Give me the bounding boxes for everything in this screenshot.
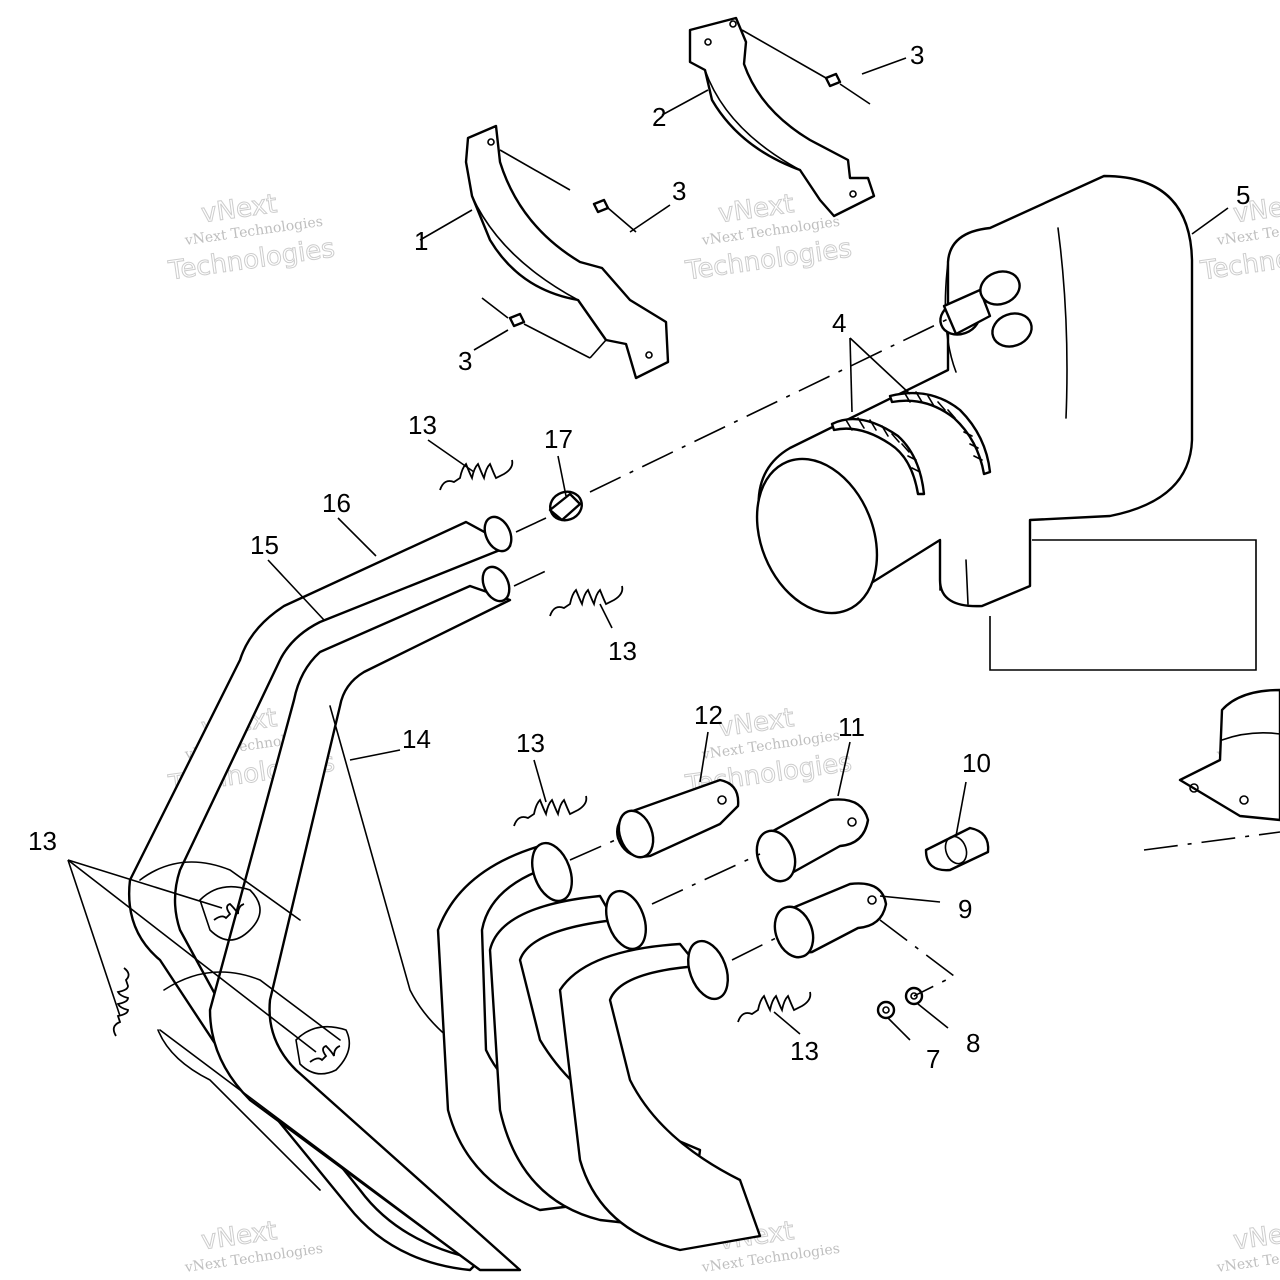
callout-10: 10 — [962, 748, 991, 778]
watermark-text: vNext — [1231, 1216, 1280, 1256]
part-2-bracket[interactable] — [688, 16, 876, 218]
callout-numbers: 1 2 3 3 3 4 5 7 8 9 10 11 12 13 13 13 13… — [28, 40, 1250, 1074]
part-4-clamps[interactable] — [830, 391, 992, 496]
part-3-fasteners[interactable] — [481, 29, 871, 359]
callout-7: 7 — [926, 1044, 940, 1074]
part-7-8-nut-washer[interactable] — [876, 986, 924, 1020]
center-lines — [513, 317, 1280, 997]
watermark-9: vNext vNext Technologies — [1215, 1216, 1280, 1277]
callout-8: 8 — [966, 1028, 980, 1058]
callout-2: 2 — [652, 102, 666, 132]
callout-3: 3 — [672, 176, 686, 206]
callout-3: 3 — [910, 40, 924, 70]
part-12-sleeve[interactable] — [613, 778, 740, 862]
callout-4: 4 — [832, 308, 846, 338]
watermark-1: vNext vNext Technologies Technologies — [166, 189, 338, 287]
callout-5: 5 — [1236, 180, 1250, 210]
part-10-gasket[interactable] — [924, 826, 990, 872]
callout-13: 13 — [608, 636, 637, 666]
callout-15: 15 — [250, 530, 279, 560]
callout-12: 12 — [694, 700, 723, 730]
callout-3: 3 — [458, 346, 472, 376]
callout-13: 13 — [516, 728, 545, 758]
part-13-springs[interactable] — [112, 459, 812, 1075]
callout-11: 11 — [838, 712, 865, 742]
callout-13: 13 — [790, 1036, 819, 1066]
part-9-flange[interactable] — [768, 882, 888, 962]
watermark-7: vNext vNext Technologies — [183, 1216, 324, 1277]
callout-13: 13 — [408, 410, 437, 440]
part-11-flange[interactable] — [750, 798, 870, 886]
callout-9: 9 — [958, 894, 972, 924]
part-base-bracket[interactable] — [1178, 688, 1280, 822]
part-17-ring[interactable] — [546, 487, 586, 524]
callout-16: 16 — [322, 488, 351, 518]
part-1-bracket[interactable] — [464, 124, 670, 380]
part-14-15-16-pipes[interactable] — [128, 513, 762, 1272]
callout-14: 14 — [402, 724, 431, 754]
callout-leaders — [67, 57, 1229, 1053]
callout-1: 1 — [414, 226, 428, 256]
part-5-muffler[interactable] — [735, 174, 1194, 631]
callout-13: 13 — [28, 826, 57, 856]
callout-17: 17 — [544, 424, 573, 454]
